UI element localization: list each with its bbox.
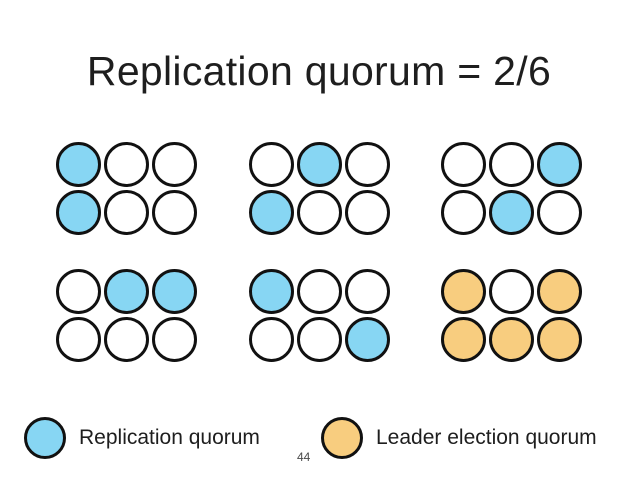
node-circle-empty bbox=[248, 142, 294, 187]
node-circle-empty bbox=[104, 317, 149, 362]
node-group-top-right bbox=[441, 142, 582, 235]
node-group-bottom-right bbox=[441, 269, 582, 362]
node-circle-empty bbox=[296, 269, 342, 314]
node-circle-empty bbox=[152, 142, 197, 187]
legend-label-replication: Replication quorum bbox=[79, 426, 260, 449]
board-row-bottom bbox=[56, 269, 582, 362]
node-circle-leader bbox=[537, 269, 582, 314]
node-circle-empty bbox=[537, 190, 582, 235]
node-circle-empty bbox=[152, 190, 197, 235]
node-group-top-left bbox=[56, 142, 197, 235]
node-circle-replication bbox=[248, 190, 294, 235]
node-circle-empty bbox=[56, 269, 101, 314]
node-circle-empty bbox=[104, 142, 149, 187]
quorum-board bbox=[56, 142, 582, 362]
node-circle-empty bbox=[344, 269, 390, 314]
node-circle-replication bbox=[56, 190, 101, 235]
legend-label-leader: Leader election quorum bbox=[376, 426, 597, 449]
legend: Replication quorum Leader election quoru… bbox=[0, 417, 638, 461]
node-circle-empty bbox=[344, 142, 390, 187]
node-circle-replication bbox=[537, 142, 582, 187]
node-circle-empty bbox=[344, 190, 390, 235]
node-circle-replication bbox=[56, 142, 101, 187]
leader-election-quorum-swatch bbox=[321, 417, 363, 459]
node-circle-empty bbox=[296, 190, 342, 235]
node-circle-replication bbox=[344, 317, 390, 362]
legend-item-leader: Leader election quorum bbox=[321, 417, 597, 459]
node-circle-empty bbox=[441, 142, 486, 187]
slide-title: Replication quorum = 2/6 bbox=[86, 48, 552, 94]
node-circle-replication bbox=[104, 269, 149, 314]
node-circle-empty bbox=[152, 317, 197, 362]
replication-quorum-swatch bbox=[24, 417, 66, 459]
node-circle-replication bbox=[152, 269, 197, 314]
legend-item-replication: Replication quorum bbox=[24, 417, 260, 459]
node-circle-leader bbox=[441, 317, 486, 362]
node-circle-empty bbox=[489, 142, 534, 187]
node-circle-replication bbox=[296, 142, 342, 187]
node-circle-replication bbox=[248, 269, 294, 314]
page-number: 44 bbox=[297, 450, 311, 464]
node-circle-replication bbox=[489, 190, 534, 235]
node-circle-leader bbox=[489, 317, 534, 362]
node-circle-empty bbox=[104, 190, 149, 235]
node-circle-leader bbox=[537, 317, 582, 362]
node-circle-empty bbox=[441, 190, 486, 235]
node-circle-empty bbox=[56, 317, 101, 362]
node-circle-empty bbox=[248, 317, 294, 362]
node-circle-empty bbox=[489, 269, 534, 314]
node-group-bottom-left bbox=[56, 269, 197, 362]
node-circle-empty bbox=[296, 317, 342, 362]
node-group-top-middle bbox=[248, 142, 390, 235]
node-group-bottom-middle bbox=[248, 269, 390, 362]
node-circle-leader bbox=[441, 269, 486, 314]
board-row-top bbox=[56, 142, 582, 235]
